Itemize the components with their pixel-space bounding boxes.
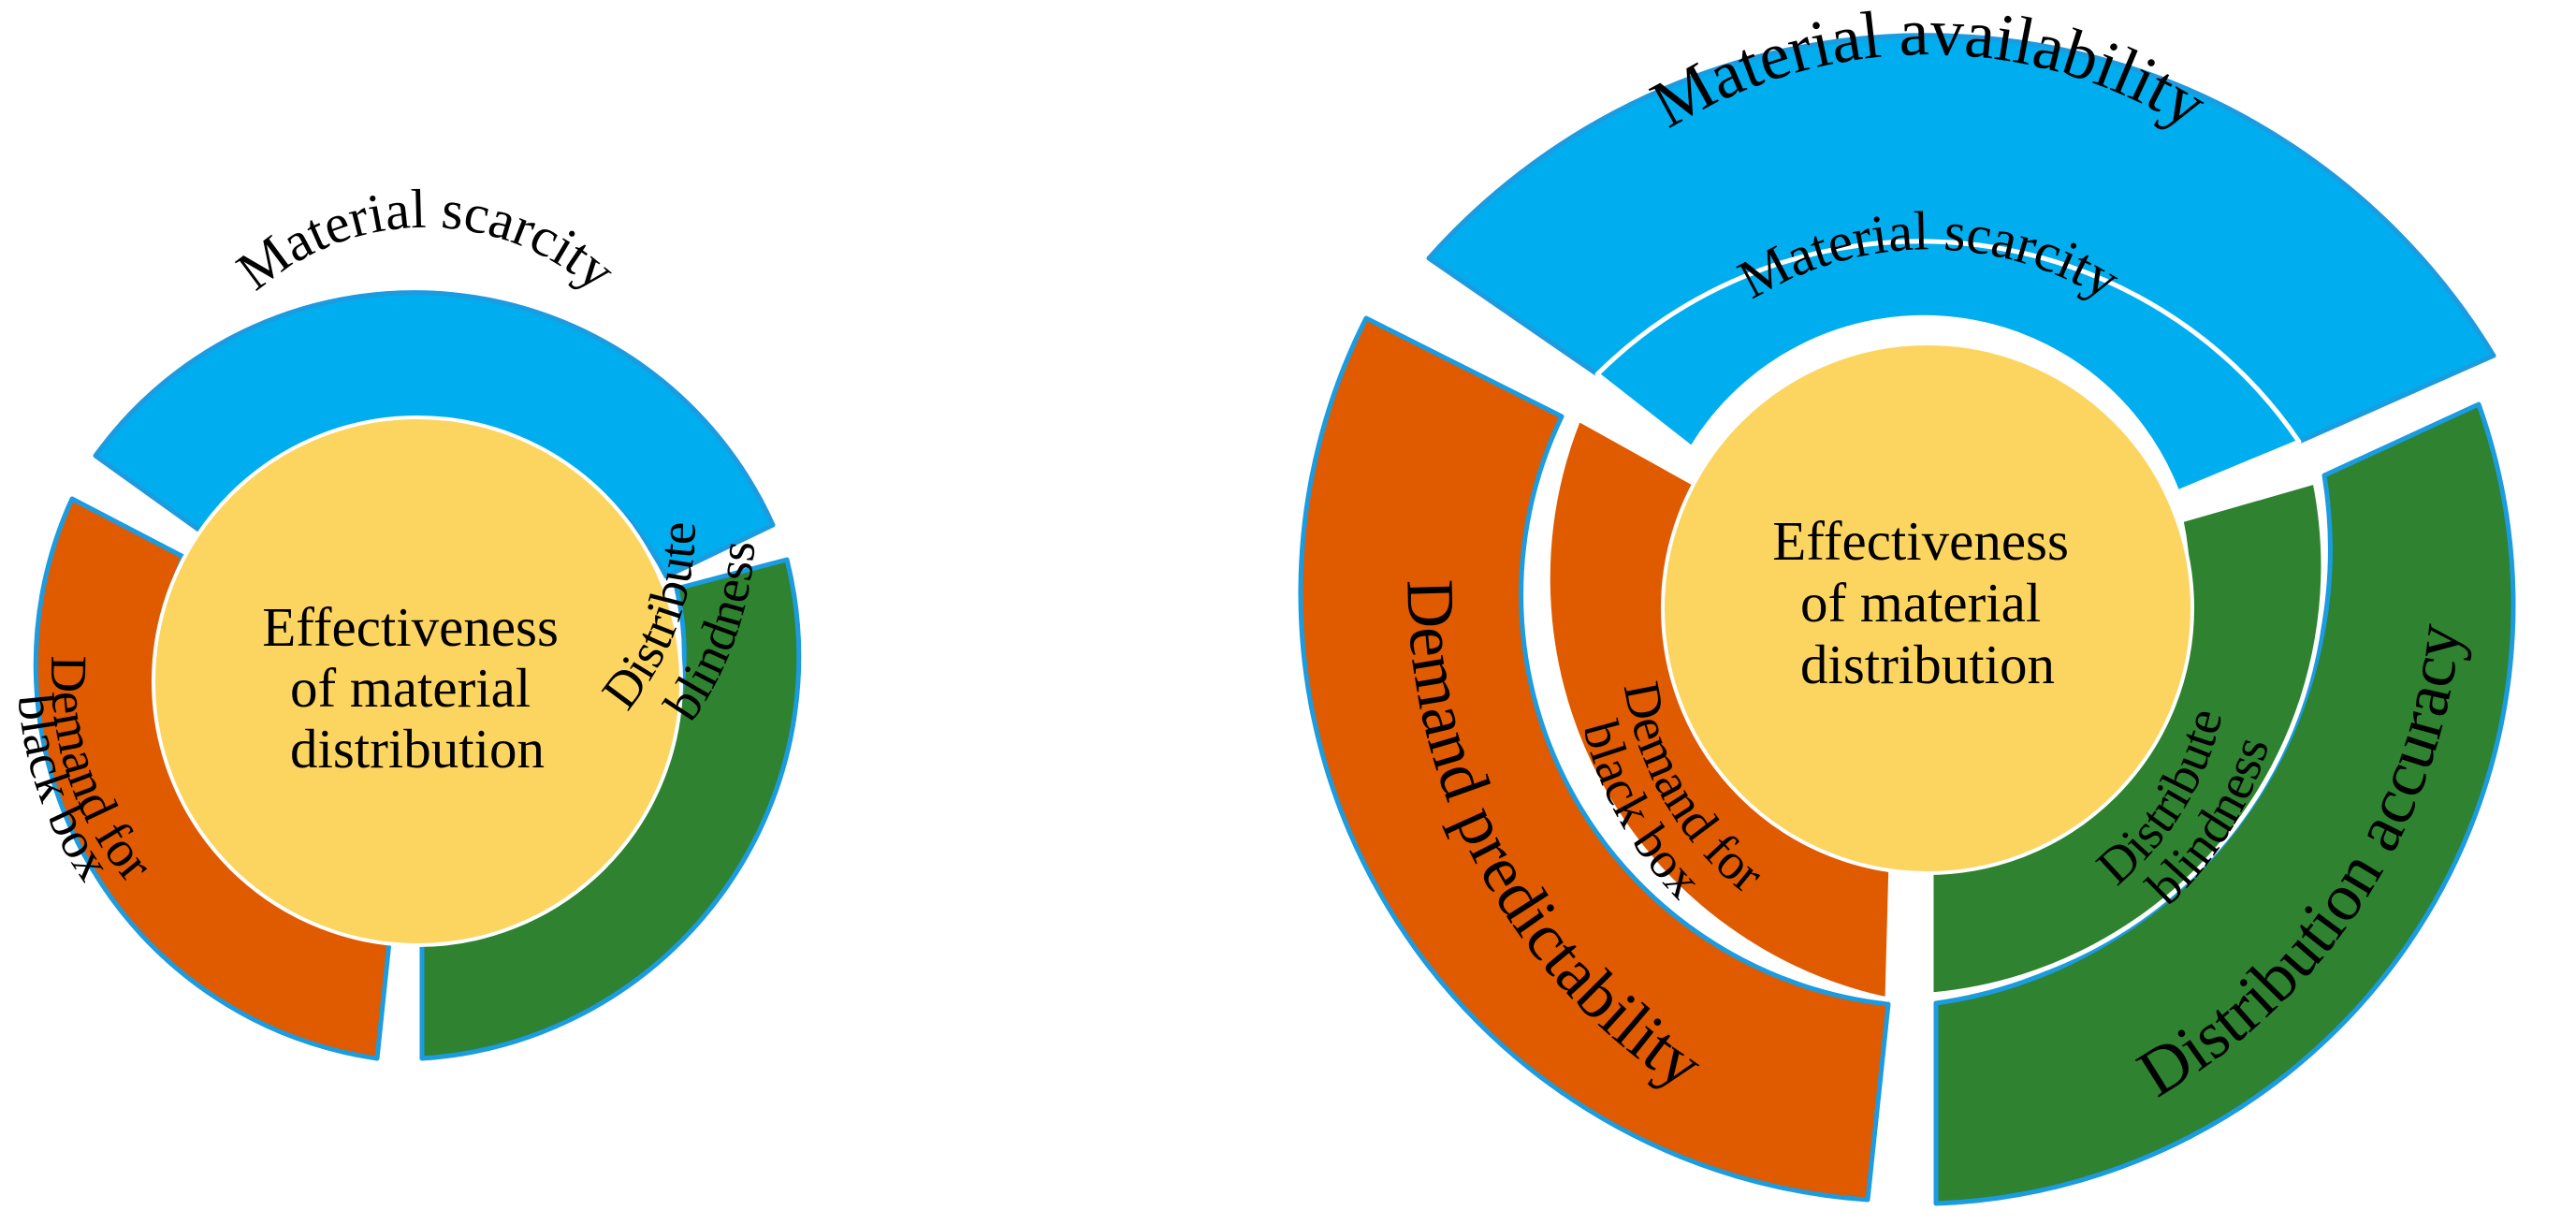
left-label-material-scarcity: Material scarcity bbox=[226, 178, 628, 302]
right-center-circle bbox=[1661, 342, 2194, 875]
left-center-circle bbox=[152, 416, 683, 947]
right-center-text: Effectiveness of material distribution bbox=[1772, 510, 2082, 695]
left-center-text: Effectiveness of material distribution bbox=[262, 596, 572, 780]
diagram-left: Effectiveness of material distribution M… bbox=[7, 178, 802, 1061]
left-center-line-3: distribution bbox=[290, 718, 545, 780]
right-center-line-3: distribution bbox=[1800, 634, 2055, 695]
left-center-line-1: Effectiveness bbox=[262, 596, 559, 658]
left-center-line-2: of material bbox=[290, 657, 531, 719]
right-center-line-2: of material bbox=[1800, 572, 2041, 634]
diagram-right: Effectiveness of material distribution M… bbox=[1298, 0, 2516, 1206]
right-center-line-1: Effectiveness bbox=[1772, 510, 2069, 572]
right-inner-segment-material-scarcity bbox=[1594, 239, 2302, 495]
right-outer-segment-demand-predictability bbox=[1298, 315, 1891, 1203]
